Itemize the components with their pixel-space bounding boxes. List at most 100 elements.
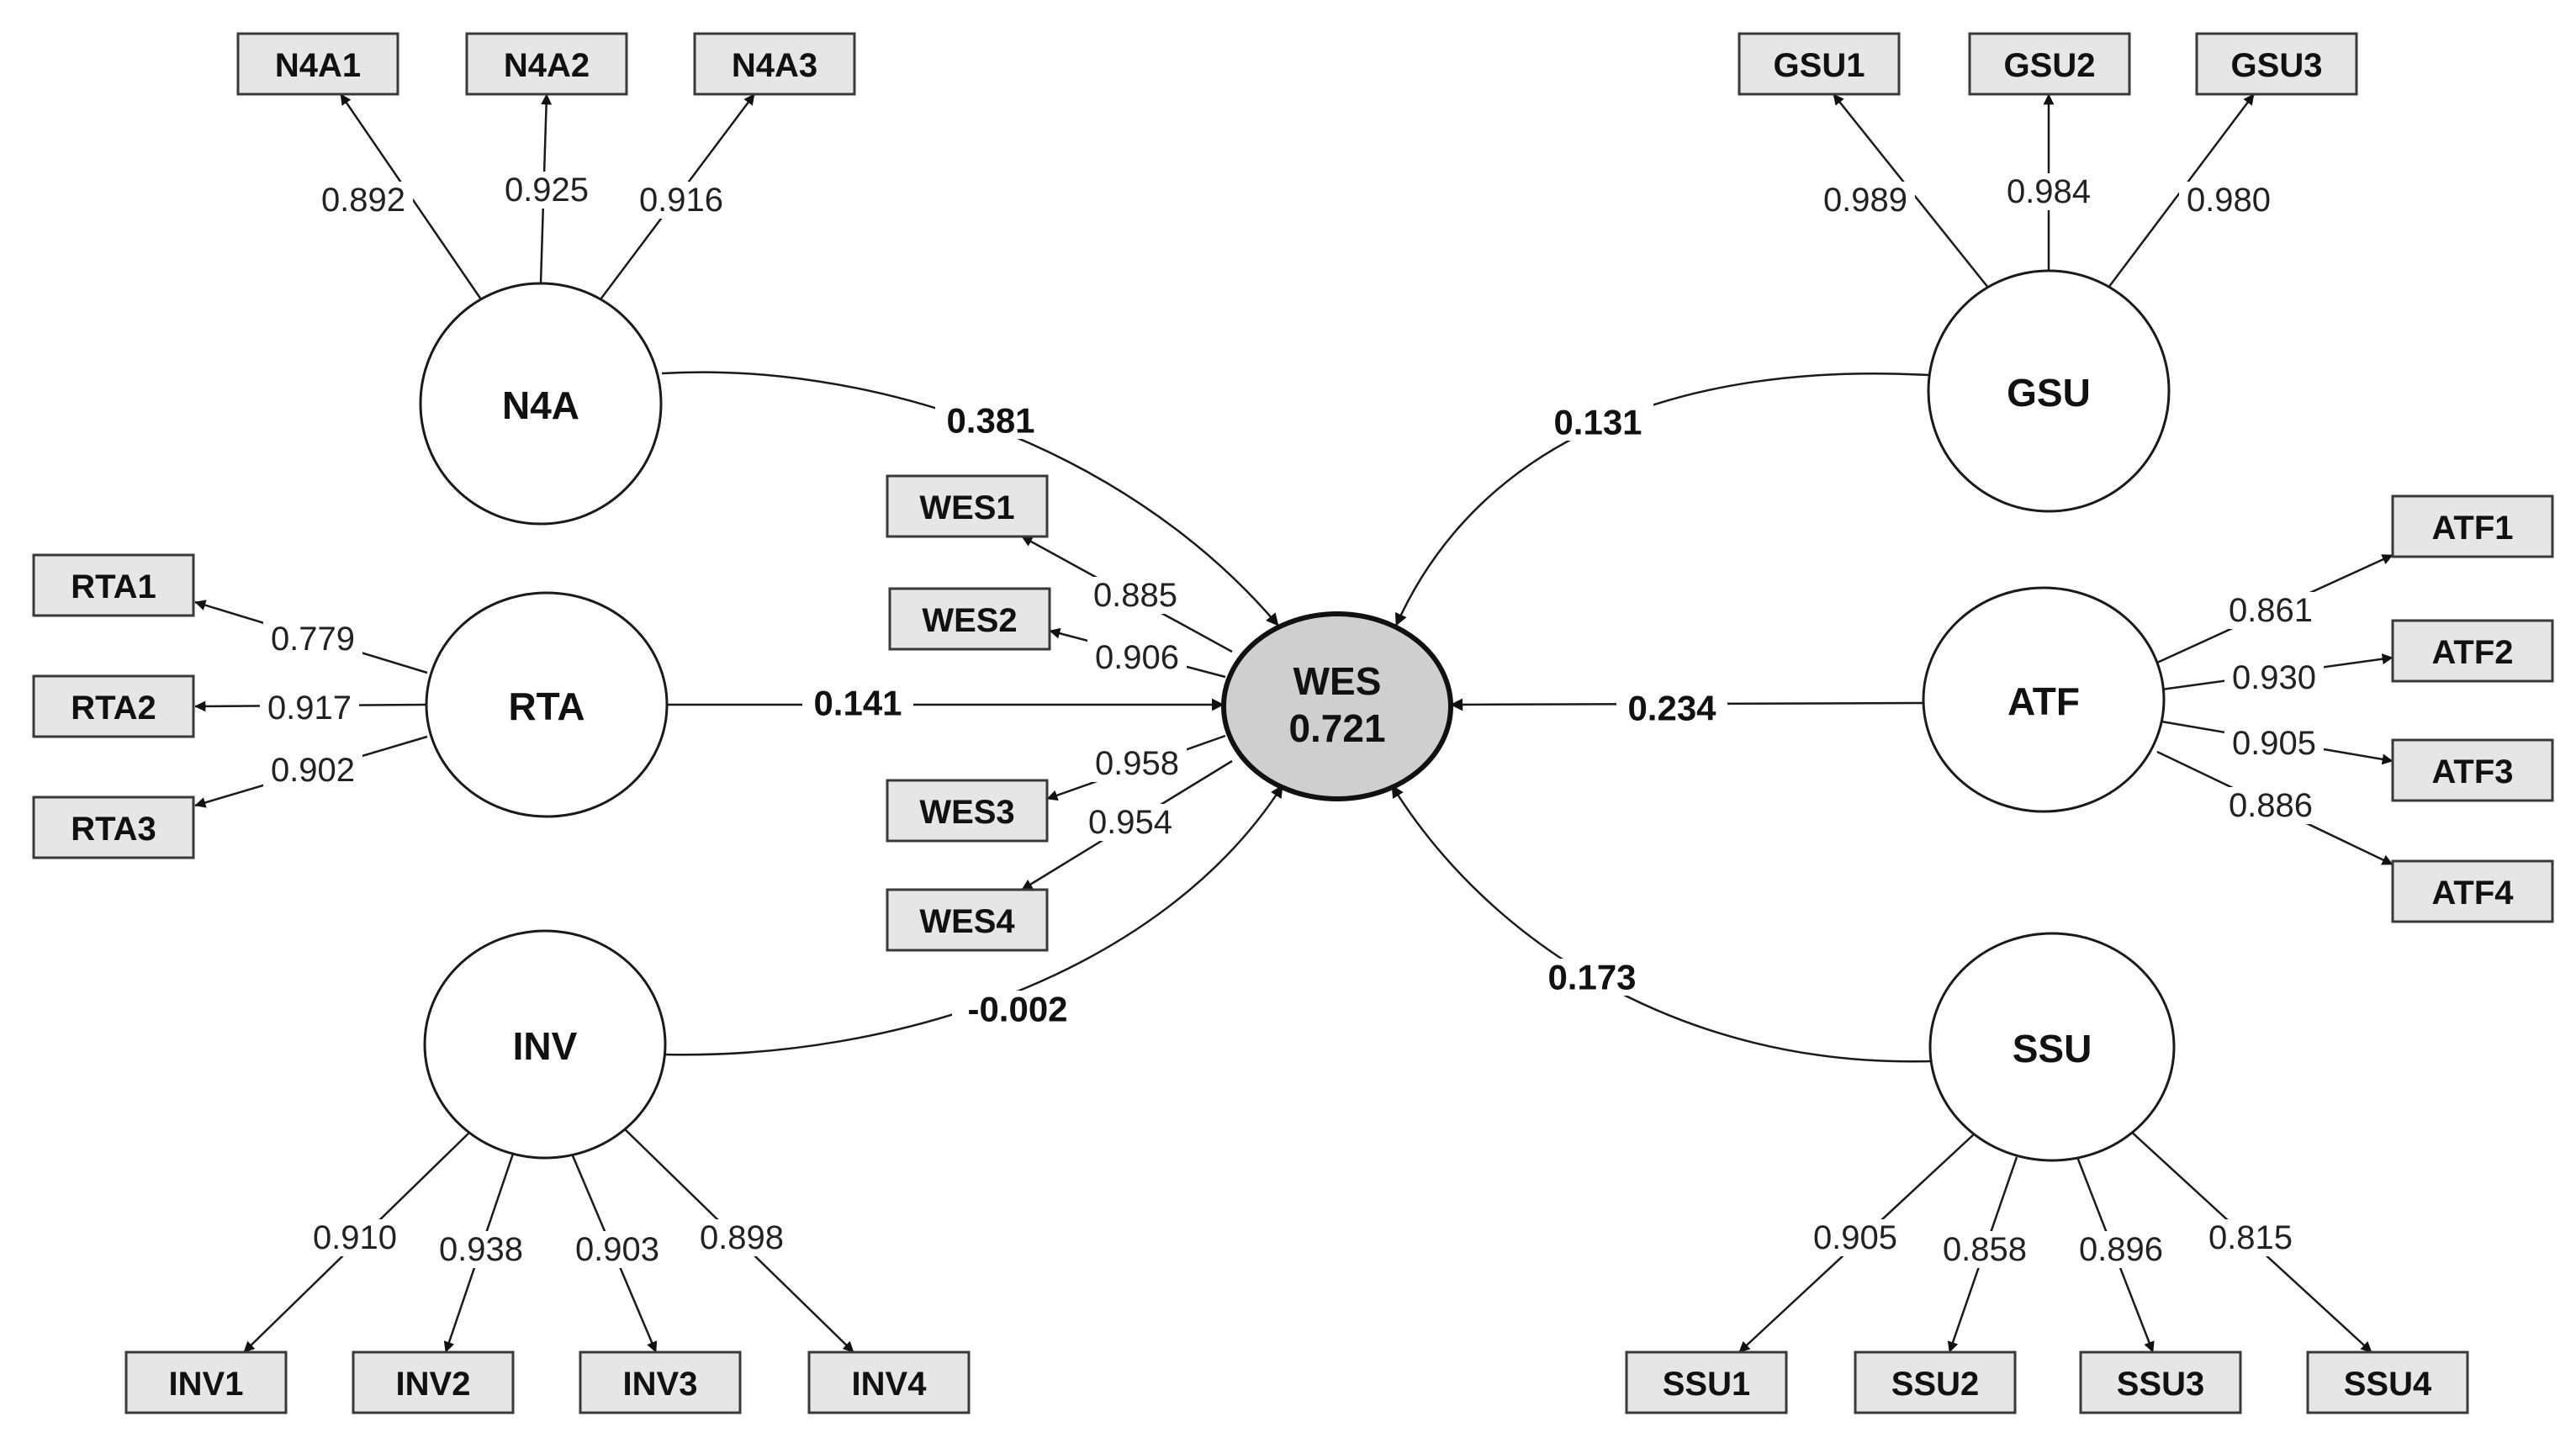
loading-label-n4a1-group: 0.892 [314, 182, 413, 219]
indicator-wes4: WES4 [886, 888, 1049, 952]
latent-ellipse-atf [1922, 586, 2166, 813]
latent-n4a: N4A [419, 282, 663, 526]
loading-label-rta2: 0.917 [267, 690, 352, 727]
indicator-box-inv4 [807, 1350, 971, 1414]
indicator-rta1: RTA1 [32, 553, 195, 617]
indicator-rta2: RTA2 [32, 674, 195, 738]
indicator-label-n4a1: N4A1 [275, 47, 361, 84]
latent-label-wes: WES [1293, 659, 1382, 703]
indicator-inv3: INV3 [579, 1350, 742, 1414]
path-arrow-gsu-to-wes [1394, 372, 1929, 626]
loading-label-rta2-group: 0.917 [260, 690, 359, 727]
latent-ellipse-rta [425, 591, 669, 818]
loading-label-wes3-backdrop [1087, 745, 1187, 782]
indicator-gsu2: GSU2 [1968, 32, 2131, 96]
indicator-ssu1: SSU1 [1625, 1350, 1788, 1414]
indicator-ssu4: SSU4 [2306, 1350, 2469, 1414]
loading-label-n4a1-backdrop [314, 182, 413, 219]
indicator-box-atf3 [2391, 738, 2554, 802]
loading-label-inv1-group: 0.910 [305, 1219, 405, 1256]
loading-label-wes4-backdrop [1081, 804, 1180, 841]
latent-ellipse-gsu [1927, 269, 2171, 513]
loading-label-wes1: 0.885 [1093, 577, 1177, 614]
indicator-ssu3: SSU3 [2079, 1350, 2242, 1414]
indicator-label-inv3: INV3 [623, 1366, 698, 1403]
loading-label-ssu4-backdrop [2201, 1219, 2300, 1256]
loading-label-rta1-group: 0.779 [263, 621, 362, 658]
loading-label-atf3: 0.905 [2232, 725, 2316, 762]
path-coef-ssu: 0.173 [1547, 958, 1636, 997]
loading-label-ssu2-group: 0.858 [1935, 1231, 2034, 1268]
latent-ellipse-ssu [1928, 932, 2176, 1162]
loading-label-gsu2: 0.984 [2007, 173, 2091, 210]
indicator-ssu2: SSU2 [1854, 1350, 2017, 1414]
indicator-label-atf2: ATF2 [2431, 634, 2513, 671]
loading-label-wes4: 0.954 [1088, 804, 1172, 841]
indicator-box-gsu2 [1968, 32, 2131, 96]
loading-label-gsu3-backdrop [2179, 182, 2278, 219]
loading-label-n4a1: 0.892 [321, 182, 405, 219]
latent-inv: INV [423, 929, 667, 1160]
latent-label-rta: RTA [508, 684, 584, 728]
loading-label-wes1-group: 0.885 [1086, 577, 1185, 614]
indicator-gsu3: GSU3 [2195, 32, 2358, 96]
loading-label-ssu4-group: 0.815 [2201, 1219, 2300, 1256]
loading-label-inv1-backdrop [305, 1219, 405, 1256]
loading-label-inv2-backdrop [431, 1231, 531, 1268]
loading-label-gsu3: 0.980 [2187, 182, 2271, 219]
path-coef-rta-backdrop [802, 684, 913, 722]
loading-label-gsu3-group: 0.980 [2179, 182, 2278, 219]
loading-label-wes3-group: 0.958 [1087, 745, 1187, 782]
loading-label-atf1: 0.861 [2229, 592, 2313, 629]
indicator-atf2: ATF2 [2391, 619, 2554, 683]
indicator-box-n4a1 [236, 32, 399, 96]
latent-atf: ATF [1922, 586, 2166, 813]
indicator-box-atf2 [2391, 619, 2554, 683]
indicator-label-rta2: RTA2 [71, 690, 156, 727]
indicator-label-inv4: INV4 [852, 1366, 928, 1403]
indicator-box-gsu1 [1738, 32, 1901, 96]
indicator-box-atf4 [2391, 859, 2554, 923]
indicator-box-wes1 [886, 474, 1049, 538]
latent-gsu: GSU [1927, 269, 2171, 513]
indicator-n4a3: N4A3 [693, 32, 856, 96]
indicator-box-inv2 [352, 1350, 515, 1414]
loading-label-wes2-backdrop [1087, 639, 1187, 676]
latent-ellipse-n4a [419, 282, 663, 526]
loading-label-rta3: 0.902 [271, 752, 355, 789]
loading-label-ssu3-group: 0.896 [2071, 1231, 2171, 1268]
path-arrow-ssu-to-wes [1390, 785, 1931, 1063]
loading-label-rta2-backdrop [260, 690, 359, 727]
indicator-label-atf4: ATF4 [2431, 875, 2514, 912]
loading-label-ssu2-backdrop [1935, 1231, 2034, 1268]
loading-label-inv4-backdrop [692, 1219, 791, 1256]
loading-label-n4a2: 0.925 [505, 172, 589, 209]
loading-label-gsu1-group: 0.989 [1816, 182, 1915, 219]
indicator-label-wes2: WES2 [922, 602, 1017, 639]
latent-label-n4a: N4A [502, 383, 579, 427]
latent-label-inv: INV [513, 1024, 578, 1068]
indicator-label-rta1: RTA1 [71, 568, 156, 605]
loading-label-atf1-backdrop [2221, 592, 2320, 629]
loading-label-inv1: 0.910 [313, 1219, 397, 1256]
loading-label-inv2-group: 0.938 [431, 1231, 531, 1268]
indicator-atf1: ATF1 [2391, 494, 2554, 558]
loading-label-wes1-backdrop [1086, 577, 1185, 614]
loading-label-gsu2-group: 0.984 [1999, 173, 2098, 210]
indicator-label-rta3: RTA3 [71, 811, 156, 848]
indicator-label-gsu1: GSU1 [1774, 47, 1865, 84]
indicator-box-rta1 [32, 553, 195, 617]
indicator-box-n4a2 [465, 32, 628, 96]
indicator-box-ssu4 [2306, 1350, 2469, 1414]
indicator-label-wes3: WES3 [919, 794, 1014, 831]
indicator-atf4: ATF4 [2391, 859, 2554, 923]
latent-ellipse-inv [423, 929, 667, 1160]
loading-label-ssu4: 0.815 [2208, 1219, 2293, 1256]
loading-label-atf4-backdrop [2221, 787, 2320, 824]
path-coef-n4a-group: 0.381 [935, 401, 1046, 441]
r-squared-value: 0.721 [1288, 706, 1385, 750]
loading-label-gsu2-backdrop [1999, 173, 2098, 210]
path-coef-gsu-group: 0.131 [1542, 403, 1653, 442]
